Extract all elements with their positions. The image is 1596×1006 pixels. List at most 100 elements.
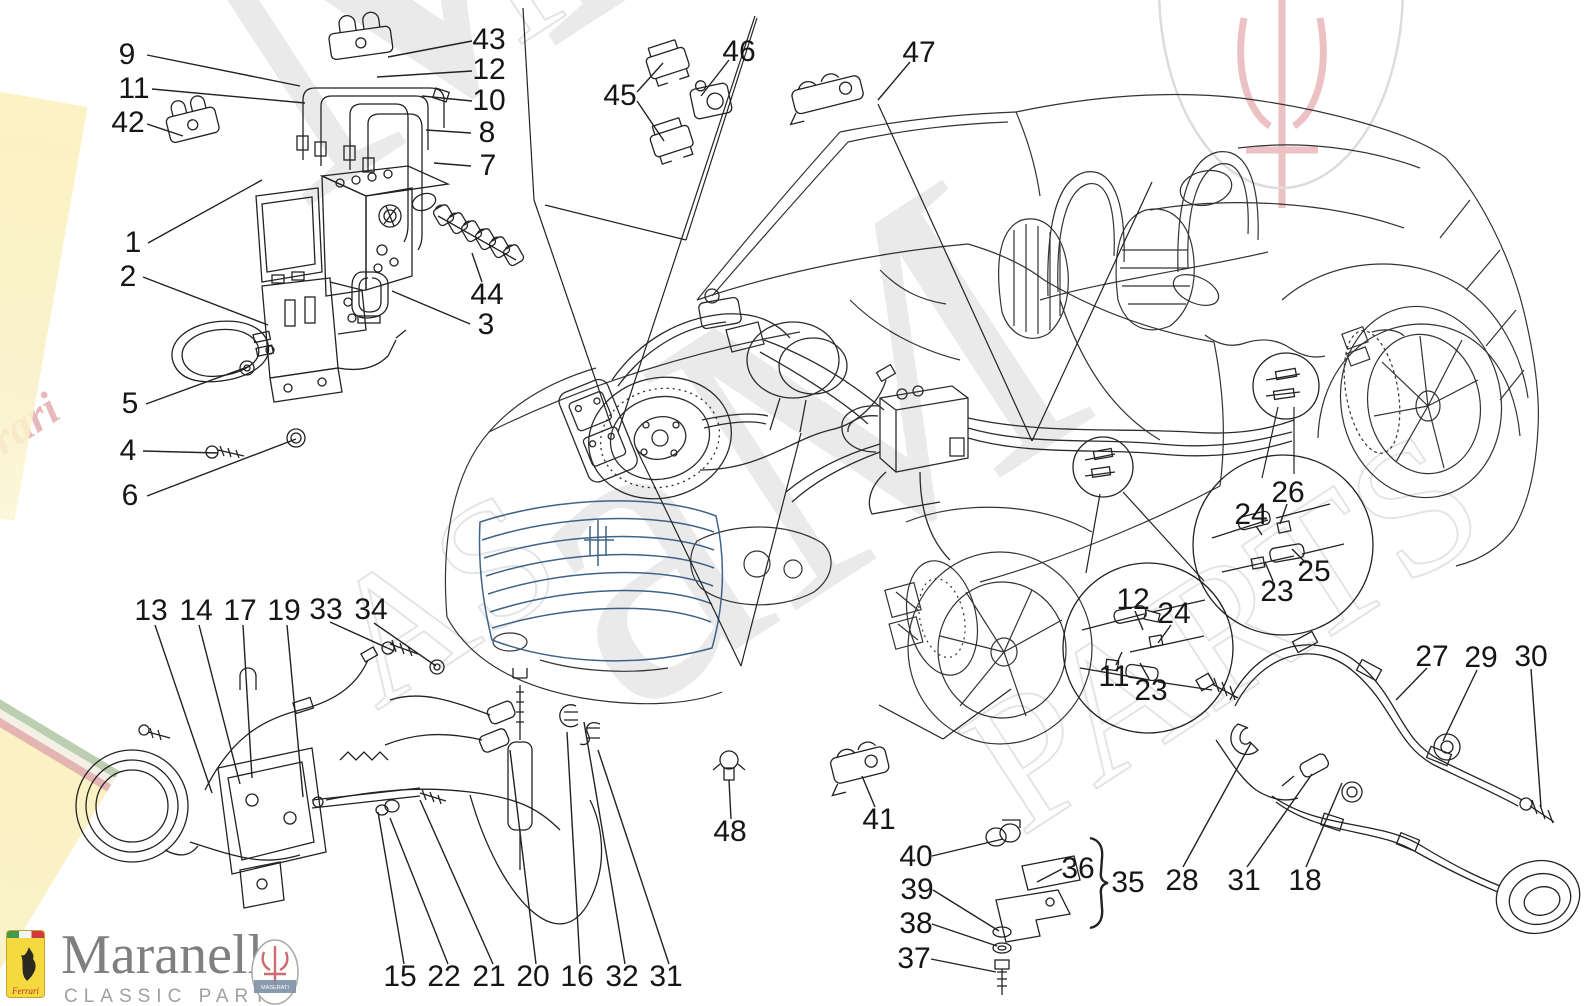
leader-line [636,62,664,93]
leader-line [419,799,494,965]
leader-line [154,624,213,794]
part-label-14: 14 [179,594,213,627]
leader-line [861,775,876,808]
part-label-16: 16 [560,960,594,993]
leader-line [1442,669,1478,742]
leader-line [389,817,449,965]
leader-line [433,162,472,167]
leader-line [728,779,732,820]
part-label-43: 43 [472,23,506,56]
leader-line [1182,742,1252,868]
part-label-9: 9 [118,38,136,71]
leader-line [1157,624,1172,644]
part-label-5: 5 [121,387,139,420]
part-label-25: 25 [1297,555,1331,588]
leader-line [151,88,306,104]
front-brake-group [558,288,897,500]
part-label-48: 48 [713,815,747,848]
leader-line [700,59,730,97]
leader-line [471,252,483,283]
leader-line [1291,548,1307,564]
leader-line [1085,493,1101,574]
rear-abs-unit [785,385,1295,561]
leader-line [329,621,395,652]
leader-line [1139,662,1150,680]
leader-line [544,204,687,241]
rear-left-wheel-brake [884,506,1093,745]
clip-chain-44 [432,204,525,267]
part-label-15: 15 [383,960,417,993]
rear-cable-group [1195,630,1581,935]
leader-line [930,958,997,973]
leader-line [146,123,184,137]
part-label-7: 7 [479,149,497,182]
part-label-36: 36 [1061,852,1095,885]
leader-line [1031,181,1153,442]
part-label-22: 22 [427,960,461,993]
part-label-29: 29 [1464,641,1498,674]
leader-line [147,179,263,244]
leader-line [373,622,437,667]
car-body [444,93,1539,705]
detail-circles [1062,352,1374,734]
part-label-4: 4 [119,434,137,467]
leader-line [391,290,471,325]
part-label-39: 39 [900,873,934,906]
part-label-24: 24 [1234,498,1268,531]
part-label-17: 17 [223,594,257,627]
leader-line [242,624,253,779]
part-label-33: 33 [309,593,343,626]
part-label-27: 27 [1415,640,1449,673]
leader-line [617,15,756,433]
leader-line [932,889,1000,932]
part-label-24b: 24 [1157,597,1191,630]
parking-brake-group [75,639,603,925]
leader-line [1122,491,1205,582]
italian-stripe-icon [7,931,44,938]
part-label-11b: 11 [1098,660,1130,693]
leader-line [878,704,944,740]
part-label-3: 3 [477,308,495,341]
leader-line [1530,668,1542,808]
part-label-47: 47 [902,36,936,69]
leader-line [425,129,472,134]
leader-line [566,731,581,965]
leader-line [1305,782,1343,868]
part-label-31b: 31 [1227,864,1261,897]
part-label-30: 30 [1514,640,1548,673]
leader-line [142,450,219,454]
leader-line [146,438,297,497]
part-label-26: 26 [1271,476,1305,509]
leader-line [583,721,626,965]
maranello-logo: Ferrari Maranello CLASSIC PARTS [6,927,291,1006]
bracket-group [712,741,1109,995]
leader-line [685,17,758,241]
ferrari-badge-icon: Ferrari [6,930,45,998]
leader-line [877,103,1033,442]
part-label-45: 45 [603,79,637,112]
part-label-20: 20 [516,960,550,993]
leader-line [377,811,405,965]
leader-line [931,838,1004,857]
part-label-10: 10 [472,84,506,117]
part-label-8: 8 [478,116,496,149]
part-label-40: 40 [899,840,933,873]
leader-line [635,447,742,667]
leader-line [533,199,613,429]
part-label-42: 42 [111,106,145,139]
leader-line [636,100,665,142]
leader-line [421,95,473,102]
maserati-trident-icon: MASERATI [251,939,299,1005]
prancing-horse-icon [21,947,36,981]
part-label-34: 34 [354,593,388,626]
leader-line [142,276,269,326]
part-label-13: 13 [134,594,168,627]
leader-line [1246,773,1313,868]
grille [478,500,724,662]
part-label-41: 41 [862,803,896,836]
part-label-38: 38 [899,907,933,940]
part-label-31: 31 [649,960,683,993]
leader-line [198,624,241,785]
